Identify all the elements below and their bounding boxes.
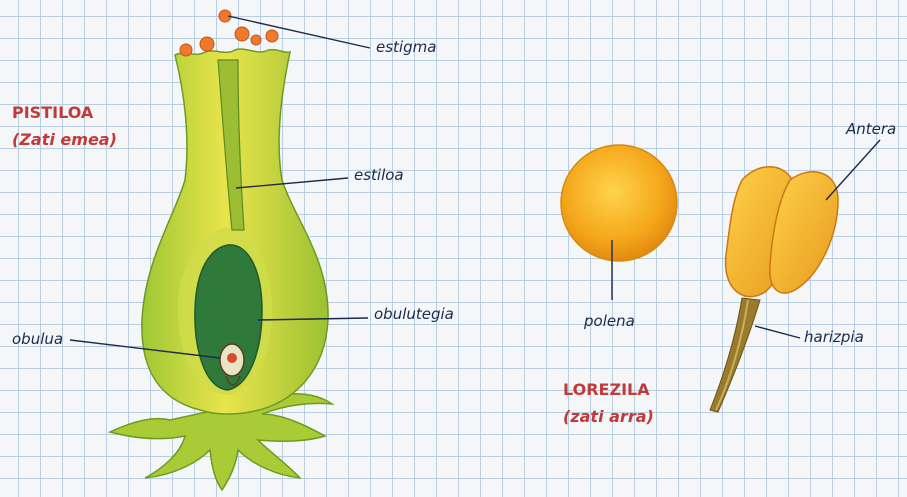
label-ovule: obulua — [12, 330, 63, 348]
label-filament: harizpia — [804, 328, 864, 346]
stamen-subtitle: (zati arra) — [563, 407, 654, 426]
pollen-grain — [561, 145, 677, 261]
label-pollen: polena — [584, 312, 635, 330]
pistil-drawing — [110, 10, 332, 490]
stamen-drawing — [710, 167, 838, 412]
pistil-subtitle: (Zati emea) — [12, 130, 117, 149]
label-stigma: estigma — [376, 38, 436, 56]
stamen-title: LOREZILA — [563, 380, 650, 399]
leader-stigma — [228, 16, 370, 48]
filament-shape — [710, 298, 760, 412]
label-style: estiloa — [354, 166, 404, 184]
leader-filament — [755, 326, 800, 338]
label-anther: Antera — [846, 120, 896, 138]
leader-anther — [826, 140, 880, 200]
label-ovary-wall: obulutegia — [374, 305, 454, 323]
pistil-title: PISTILOA — [12, 103, 93, 122]
